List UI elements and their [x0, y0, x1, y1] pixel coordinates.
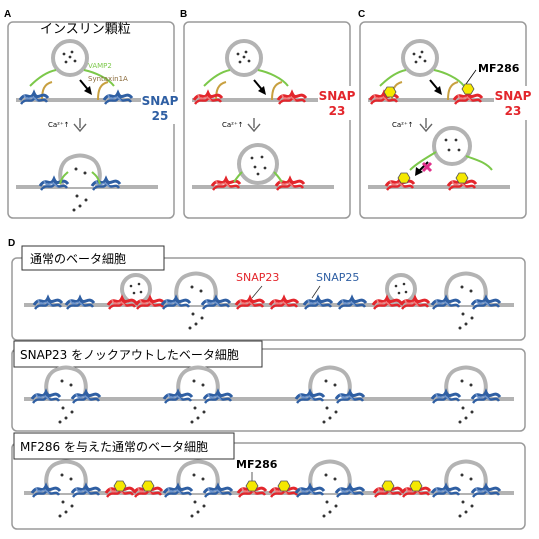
down-arrow-icon	[73, 118, 87, 133]
row-mf286-drug-label: MF286	[236, 458, 278, 471]
panel-c: C MF286 Ca²⁺↑	[358, 9, 527, 219]
snap23-label-line1: SNAP	[319, 89, 356, 103]
syntaxin-label: Syntaxin1A	[88, 75, 128, 83]
vamp2-right	[83, 69, 115, 87]
panel-d-row-normal: 通常のベータ細胞 SNAP23 SNAP25	[11, 245, 526, 341]
docked-granule	[237, 143, 279, 185]
mf286-label: MF286	[478, 62, 520, 75]
row-normal-snap23-label: SNAP23	[236, 271, 279, 284]
calcium-label: Ca²⁺↑	[48, 121, 70, 129]
panel-b-letter: B	[180, 9, 187, 20]
snap25-label-line2: 25	[152, 109, 169, 123]
panel-b: B Ca²⁺↑	[180, 9, 351, 219]
snap23-label-line2-c: 23	[505, 104, 522, 118]
vamp2-left	[29, 69, 57, 87]
row-mf286-title: MF286 を与えた通常のベータ細胞	[20, 440, 208, 454]
panel-d-letter: D	[8, 238, 15, 249]
vamp2-label: VAMP2	[88, 62, 112, 70]
syntaxin-left	[41, 81, 53, 101]
block-x-icon	[421, 161, 433, 173]
blocked-granule	[432, 126, 472, 166]
snap23-label-line2: 23	[329, 104, 346, 118]
snap23-label-line1-c: SNAP	[495, 89, 532, 103]
down-arrow-icon	[419, 118, 433, 133]
mf286-molecule	[455, 172, 469, 184]
panel-c-letter: C	[358, 9, 365, 20]
calcium-label: Ca²⁺↑	[222, 121, 244, 129]
panel-d-row-knockout: SNAP23 をノックアウトしたベータ細胞	[11, 340, 526, 432]
panel-a-title: インスリン顆粒	[40, 22, 131, 37]
row-knockout-title: SNAP23 をノックアウトしたベータ細胞	[20, 348, 239, 362]
mf286-molecule	[461, 83, 475, 95]
calcium-label: Ca²⁺↑	[392, 121, 414, 129]
mf286-molecule	[383, 86, 397, 98]
snap25-label-line1: SNAP	[142, 94, 179, 108]
panel-a-letter: A	[4, 9, 11, 20]
down-arrow-icon	[247, 118, 261, 133]
row-normal-snap25-label: SNAP25	[316, 271, 359, 284]
syntaxin-right	[97, 81, 109, 101]
panel-d-row-mf286: MF286 を与えた通常のベータ細胞 MF286	[11, 432, 526, 530]
mf286-molecule	[397, 172, 411, 184]
row-normal-title: 通常のベータ細胞	[30, 252, 126, 266]
panel-a: A インスリン顆粒 VAMP2 Syntaxin1A Ca²⁺↑	[4, 9, 175, 219]
